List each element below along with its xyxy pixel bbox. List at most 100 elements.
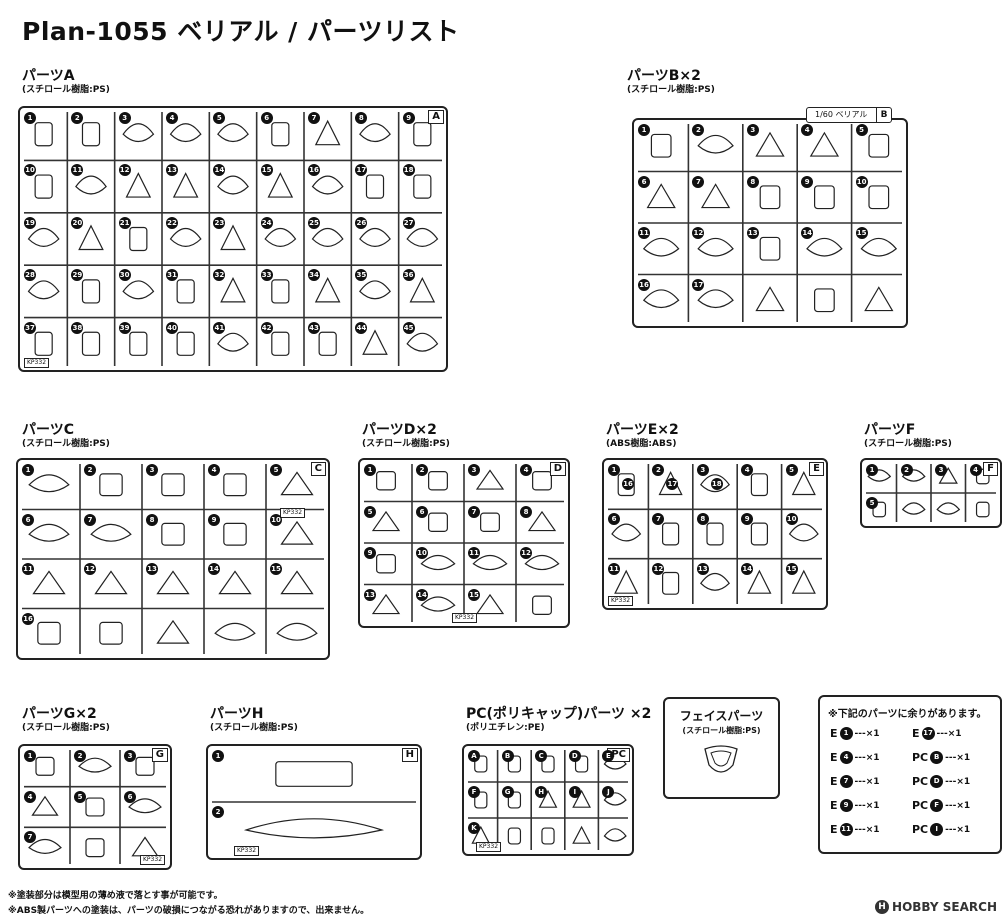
part-outline <box>700 183 731 209</box>
part-outline <box>868 185 890 210</box>
part-number-marker: 14 <box>801 227 814 239</box>
part-outline <box>28 474 70 493</box>
part-number-marker: 6 <box>416 505 428 518</box>
part-number-marker: 2 <box>416 464 428 476</box>
part-outline <box>650 133 672 158</box>
spare-row-count: ---×1 <box>854 728 880 739</box>
part-outline <box>94 570 128 595</box>
part-number-marker: 8 <box>146 513 158 526</box>
section-d-name: パーツD×2 <box>362 422 437 438</box>
part-number-marker: 17 <box>666 478 679 490</box>
part-outline <box>27 280 60 300</box>
part-number-marker: 7 <box>24 831 36 844</box>
part-outline <box>475 469 505 490</box>
part-number-marker: K <box>468 822 480 834</box>
part-number-marker: 11 <box>468 547 480 559</box>
part-outline <box>218 570 252 595</box>
part-outline <box>359 227 391 247</box>
part-outline <box>34 331 53 356</box>
part-outline <box>37 621 61 645</box>
part-outline <box>75 175 107 195</box>
spare-row-part-number: 9 <box>839 799 853 812</box>
part-number-marker: 30 <box>118 269 131 282</box>
part-number-marker: 4 <box>741 464 754 476</box>
part-number-marker: 13 <box>146 563 158 575</box>
part-outline <box>90 523 132 542</box>
runner-b-tag: B <box>876 108 891 122</box>
watermark-logo-icon: H <box>875 900 890 914</box>
part-outline <box>78 757 112 773</box>
spare-row-part-number: 17 <box>921 727 935 740</box>
runner-f-tag: F <box>983 462 998 476</box>
part-number-marker: 3 <box>146 464 158 476</box>
runPC-sprue <box>468 750 628 850</box>
section-b-name: パーツB×2 <box>627 68 701 84</box>
part-number-marker: 6 <box>22 513 34 526</box>
part-number-marker: 2 <box>71 112 84 124</box>
part-number-marker: G <box>501 786 514 798</box>
part-number-marker: 14 <box>741 562 754 575</box>
part-outline <box>99 621 123 645</box>
part-number-marker: 17 <box>355 164 368 177</box>
section-f-name: パーツF <box>864 422 916 438</box>
part-outline <box>646 183 676 209</box>
part-outline <box>791 470 816 496</box>
section-f-header: パーツF (スチロール樹脂:PS) <box>864 422 952 450</box>
part-outline <box>28 838 62 854</box>
part-number-marker: 12 <box>652 562 665 575</box>
part-number-marker: 14 <box>416 588 428 601</box>
part-outline <box>809 131 840 157</box>
part-number-marker: 16 <box>308 164 320 177</box>
runD-sprue <box>364 464 564 622</box>
section-b-material: (スチロール樹脂:PS) <box>627 85 715 95</box>
spare-row-letter: E <box>830 823 838 836</box>
part-number-marker: 10 <box>785 513 798 526</box>
part-outline <box>359 280 391 300</box>
part-number-marker: 16 <box>22 612 34 625</box>
part-number-marker: 4 <box>969 464 982 476</box>
part-outline <box>603 828 627 842</box>
part-number-marker: 41 <box>213 321 226 334</box>
part-outline <box>176 279 195 304</box>
part-outline <box>156 570 190 595</box>
part-number-marker: 18 <box>402 164 415 177</box>
spare-row-count: ---×1 <box>854 752 880 763</box>
part-outline <box>868 133 890 158</box>
part-outline <box>814 288 835 313</box>
part-outline <box>223 522 247 546</box>
section-e-name: パーツE×2 <box>606 422 679 438</box>
part-outline <box>901 502 926 515</box>
part-number-marker: 28 <box>24 269 36 282</box>
part-outline <box>376 554 396 574</box>
part-number-marker: 18 <box>710 478 723 490</box>
spare-row-count: ---×1 <box>945 824 971 835</box>
section-d-material: (スチロール樹脂:PS) <box>362 439 450 449</box>
runA-sprue <box>24 112 442 366</box>
part-outline <box>314 119 341 146</box>
part-outline <box>371 593 401 615</box>
part-outline <box>172 172 199 198</box>
part-outline <box>131 836 159 857</box>
part-number-marker: 9 <box>801 175 814 188</box>
part-outline <box>642 289 680 309</box>
part-number-marker: 7 <box>652 513 665 526</box>
face-parts-material: (スチロール樹脂:PS) <box>682 726 761 735</box>
runner-g-code: KP332 <box>140 855 166 865</box>
face-parts-box: フェイスパーツ (スチロール樹脂:PS) <box>663 697 780 799</box>
part-number-marker: 15 <box>785 562 798 575</box>
face-part-drawing <box>704 745 738 773</box>
part-number-marker: 1 <box>24 750 36 762</box>
runner-e-code: KP332 <box>608 596 634 606</box>
part-number-marker: E <box>602 750 615 762</box>
part-outline <box>406 227 439 247</box>
part-number-marker: 4 <box>520 464 532 476</box>
part-outline <box>128 798 162 814</box>
part-outline <box>217 123 249 143</box>
part-outline <box>311 175 344 195</box>
spare-row-letter: E <box>830 799 838 812</box>
part-number-marker: 23 <box>213 216 226 229</box>
